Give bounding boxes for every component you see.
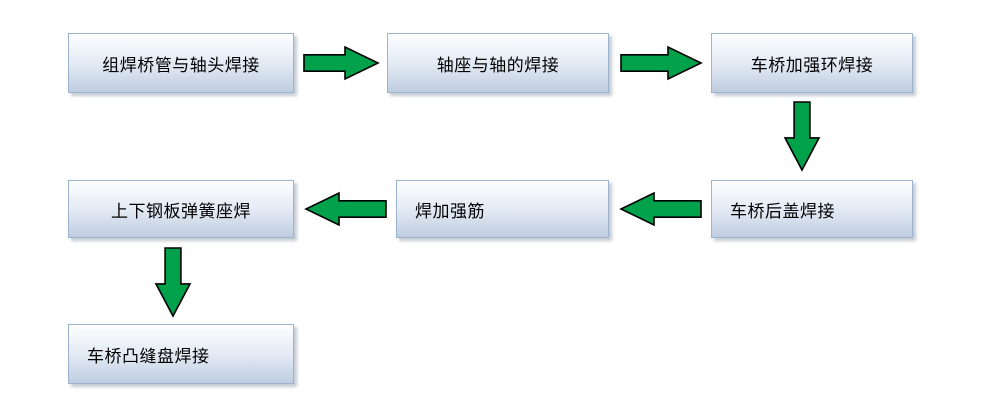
arrow-shape bbox=[620, 45, 703, 81]
arrow-shape bbox=[783, 101, 821, 172]
process-node-label: 车桥加强环焊接 bbox=[750, 55, 874, 75]
flow-arrow-right-icon bbox=[620, 45, 703, 81]
flow-arrow-left-icon bbox=[619, 191, 702, 227]
arrow-shape bbox=[154, 247, 192, 318]
process-node-label: 车桥后盖焊接 bbox=[730, 201, 835, 221]
process-node-label: 焊加强筋 bbox=[415, 201, 485, 221]
flow-arrow-down-icon bbox=[783, 101, 821, 172]
process-node-n5[interactable]: 焊加强筋 bbox=[396, 180, 609, 238]
flow-arrow-left-icon bbox=[304, 191, 387, 227]
process-node-label: 轴座与轴的焊接 bbox=[436, 55, 560, 75]
process-node-n7[interactable]: 车桥凸缝盘焊接 bbox=[68, 324, 294, 384]
process-node-n3[interactable]: 车桥加强环焊接 bbox=[711, 33, 913, 93]
arrow-shape bbox=[619, 191, 702, 227]
process-node-n4[interactable]: 上下钢板弹簧座焊 bbox=[68, 180, 294, 238]
process-node-label: 车桥凸缝盘焊接 bbox=[87, 346, 210, 366]
process-node-label: 组焊桥管与轴头焊接 bbox=[102, 55, 260, 75]
process-node-n1[interactable]: 组焊桥管与轴头焊接 bbox=[68, 33, 294, 93]
process-node-n2[interactable]: 轴座与轴的焊接 bbox=[387, 33, 609, 93]
process-node-label: 上下钢板弹簧座焊 bbox=[111, 201, 251, 221]
flow-arrow-down-icon bbox=[154, 247, 192, 318]
arrow-shape bbox=[303, 45, 380, 81]
flow-arrow-right-icon bbox=[303, 45, 380, 81]
arrow-shape bbox=[304, 191, 387, 227]
process-node-n6[interactable]: 车桥后盖焊接 bbox=[711, 180, 913, 238]
